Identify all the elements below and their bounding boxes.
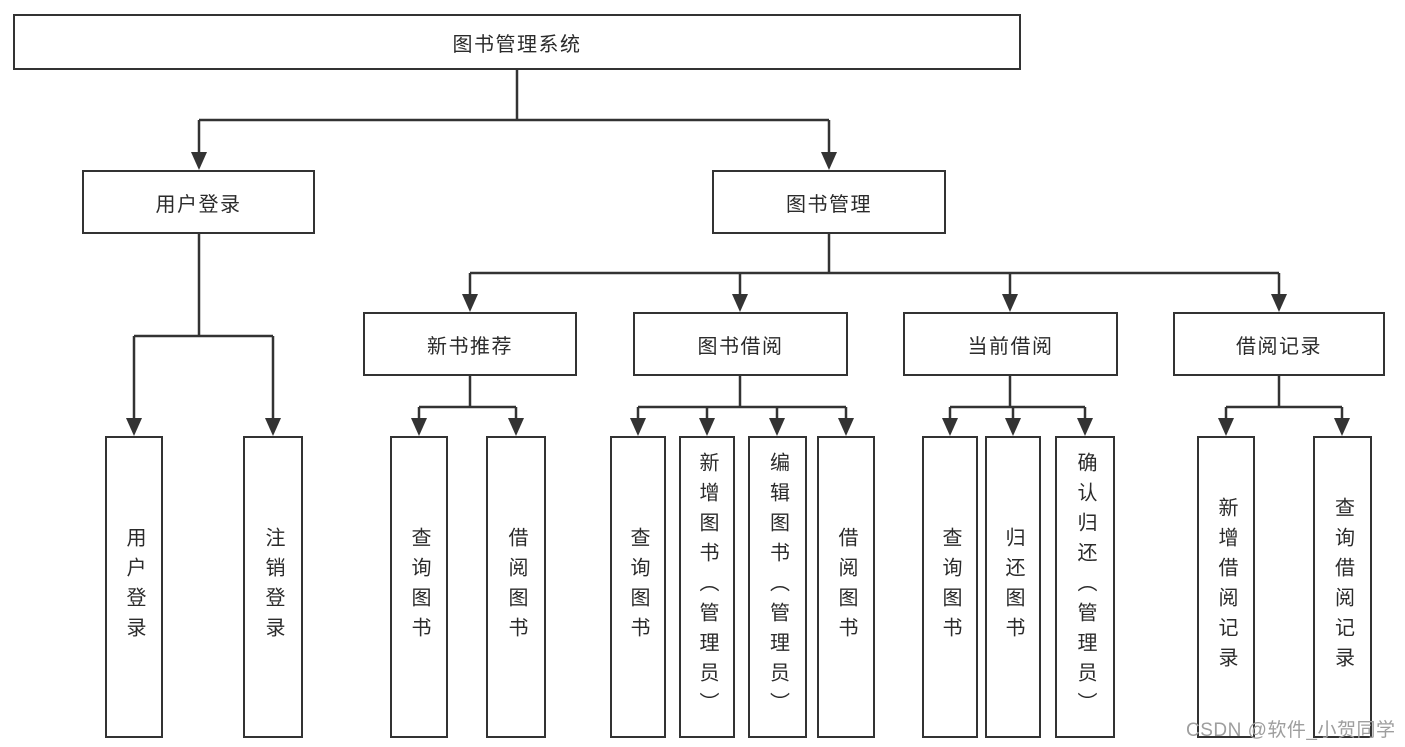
node-borrowing-records: 借阅记录	[1173, 312, 1385, 376]
leaf-return-books: 归还图书	[985, 436, 1041, 738]
connector-borrowrecords-to-leaves	[1218, 376, 1350, 436]
node-root-book-management-system: 图书管理系统	[13, 14, 1021, 70]
leaf-logout: 注销登录	[243, 436, 303, 738]
leaf-add-borrow-record: 新增借阅记录	[1197, 436, 1255, 738]
leaf-borrow-books-newbook: 借阅图书	[486, 436, 546, 738]
leaf-user-login-label: 用户登录	[123, 527, 145, 647]
leaf-query-books-borrowing: 查询图书	[610, 436, 666, 738]
leaf-add-books-admin: 新增图书（管理员）	[679, 436, 735, 738]
connector-bookmgmt-to-level3	[462, 234, 1287, 312]
leaf-borrow-books-borrowing: 借阅图书	[817, 436, 875, 738]
leaf-add-borrow-record-label: 新增借阅记录	[1215, 497, 1237, 677]
leaf-edit-books-admin: 编辑图书（管理员）	[748, 436, 807, 738]
leaf-query-books-newbook: 查询图书	[390, 436, 448, 738]
node-new-book-recommendation: 新书推荐	[363, 312, 577, 376]
connector-newbook-to-leaves	[411, 376, 524, 436]
leaf-confirm-return-admin: 确认归还（管理员）	[1055, 436, 1115, 738]
csdn-watermark: CSDN @软件_小贺同学	[1186, 720, 1396, 741]
leaf-logout-label: 注销登录	[262, 527, 284, 647]
leaf-return-books-label: 归还图书	[1002, 527, 1024, 647]
leaf-query-borrow-record: 查询借阅记录	[1313, 436, 1372, 738]
leaf-query-books-borrowing-label: 查询图书	[627, 527, 649, 647]
connector-userlogin-to-leaves	[126, 234, 281, 436]
leaf-user-login: 用户登录	[105, 436, 163, 738]
leaf-query-books-current-label: 查询图书	[939, 527, 961, 647]
node-book-management: 图书管理	[712, 170, 946, 234]
connector-root-to-level2	[191, 70, 837, 170]
node-book-borrowing: 图书借阅	[633, 312, 848, 376]
leaf-borrow-books-newbook-label: 借阅图书	[505, 527, 527, 647]
leaf-query-books-newbook-label: 查询图书	[408, 527, 430, 647]
connector-currentborrow-to-leaves	[942, 376, 1093, 436]
leaf-query-borrow-record-label: 查询借阅记录	[1331, 497, 1354, 677]
leaf-query-books-current: 查询图书	[922, 436, 978, 738]
node-current-borrowing: 当前借阅	[903, 312, 1118, 376]
leaf-add-books-admin-label: 新增图书（管理员）	[696, 452, 718, 722]
connector-bookborrow-to-leaves	[630, 376, 854, 436]
leaf-edit-books-admin-label: 编辑图书（管理员）	[766, 452, 789, 722]
leaf-confirm-return-admin-label: 确认归还（管理员）	[1074, 452, 1096, 722]
leaf-borrow-books-borrowing-label: 借阅图书	[835, 527, 857, 647]
node-user-login: 用户登录	[82, 170, 315, 234]
